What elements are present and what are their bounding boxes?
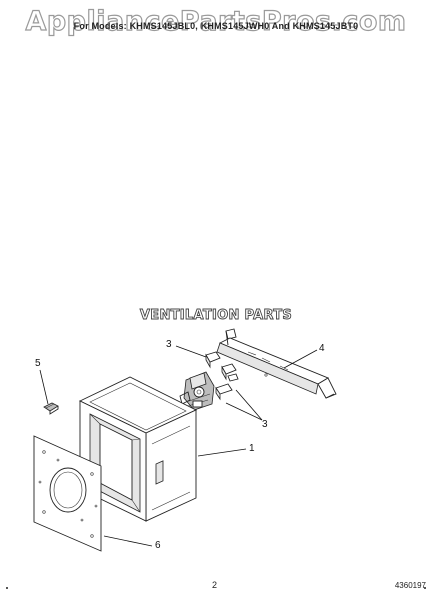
part-1-duct-housing bbox=[78, 376, 198, 522]
callout-part-3-bottom: 3 bbox=[262, 419, 268, 430]
callout-part-1: 1 bbox=[249, 443, 255, 454]
part-3-blocks bbox=[205, 351, 239, 401]
part-6-gasket-plate bbox=[33, 435, 102, 552]
document-number: 4360197 bbox=[394, 581, 426, 590]
diagram-title: VENTILATION PARTS bbox=[139, 308, 293, 324]
callout-part-5: 5 bbox=[35, 358, 41, 369]
fan-motor-assembly bbox=[179, 371, 215, 411]
page-number: 2 bbox=[212, 580, 218, 590]
part-5-clip bbox=[43, 402, 59, 415]
watermark-logo: AppliancePartsPros.com bbox=[25, 5, 407, 37]
corner-mark-left bbox=[6, 587, 8, 589]
corner-mark-right bbox=[424, 587, 426, 589]
part-4-bracket bbox=[216, 328, 337, 399]
leader-lines bbox=[39, 345, 318, 547]
callout-part-3-top: 3 bbox=[166, 339, 172, 350]
callout-part-6: 6 bbox=[155, 540, 161, 551]
callout-part-4: 4 bbox=[319, 343, 325, 354]
models-line: For Models: KHMS145JBL0, KHMS145JWH0 And… bbox=[73, 21, 359, 31]
